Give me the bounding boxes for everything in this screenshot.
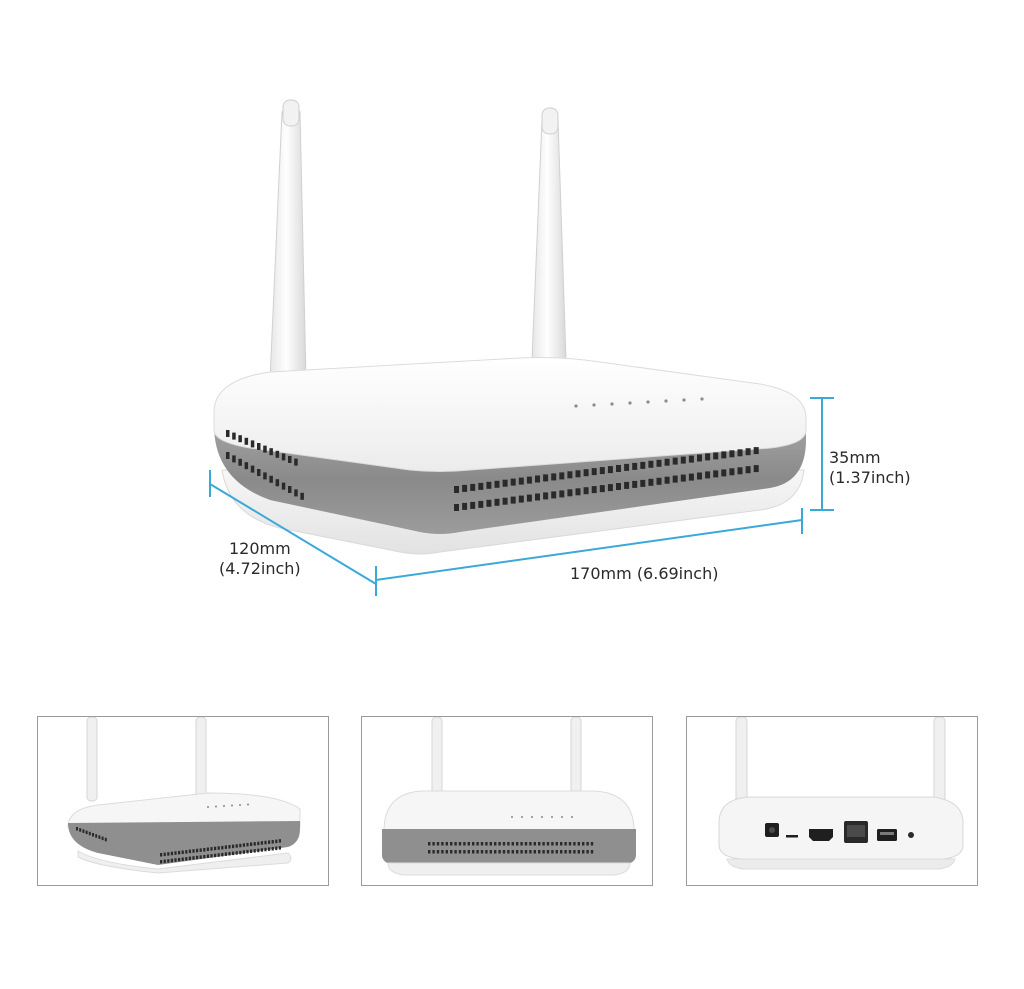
- antenna-right: [531, 107, 567, 361]
- depth-imperial: (4.72inch): [219, 559, 301, 578]
- dimension-line-depth: [209, 470, 377, 596]
- depth-dimension-label: 120mm (4.72inch): [219, 539, 301, 579]
- height-dimension-label: 35mm (1.37inch): [829, 448, 911, 488]
- nvr-rear-view-illustration: [718, 717, 964, 870]
- sd-slot-icon: [786, 835, 798, 838]
- nvr-angled-view-illustration: [67, 717, 301, 874]
- width-metric: 170mm: [570, 564, 632, 583]
- dimension-line-width: [375, 508, 803, 581]
- width-dimension-label: 170mm (6.69inch): [570, 564, 718, 584]
- vent-slots: [226, 430, 759, 511]
- height-metric: 35mm: [829, 448, 881, 467]
- device-top-shell: [213, 357, 807, 472]
- nvr-device-main-illustration: [209, 99, 834, 596]
- hdmi-port-icon: [809, 829, 833, 841]
- height-imperial: (1.37inch): [829, 468, 911, 487]
- thumbnail-angled-view: [37, 716, 329, 886]
- thumbnail-rear-view: [686, 716, 978, 886]
- width-imperial: (6.69inch): [636, 564, 719, 583]
- led-indicators: [574, 397, 704, 408]
- antenna-left: [269, 99, 307, 381]
- thumbnail-front-view: [361, 716, 653, 886]
- reset-button-icon: [908, 832, 914, 838]
- depth-metric: 120mm: [228, 539, 291, 558]
- dimension-line-height: [810, 397, 834, 511]
- nvr-front-view-illustration: [382, 717, 636, 876]
